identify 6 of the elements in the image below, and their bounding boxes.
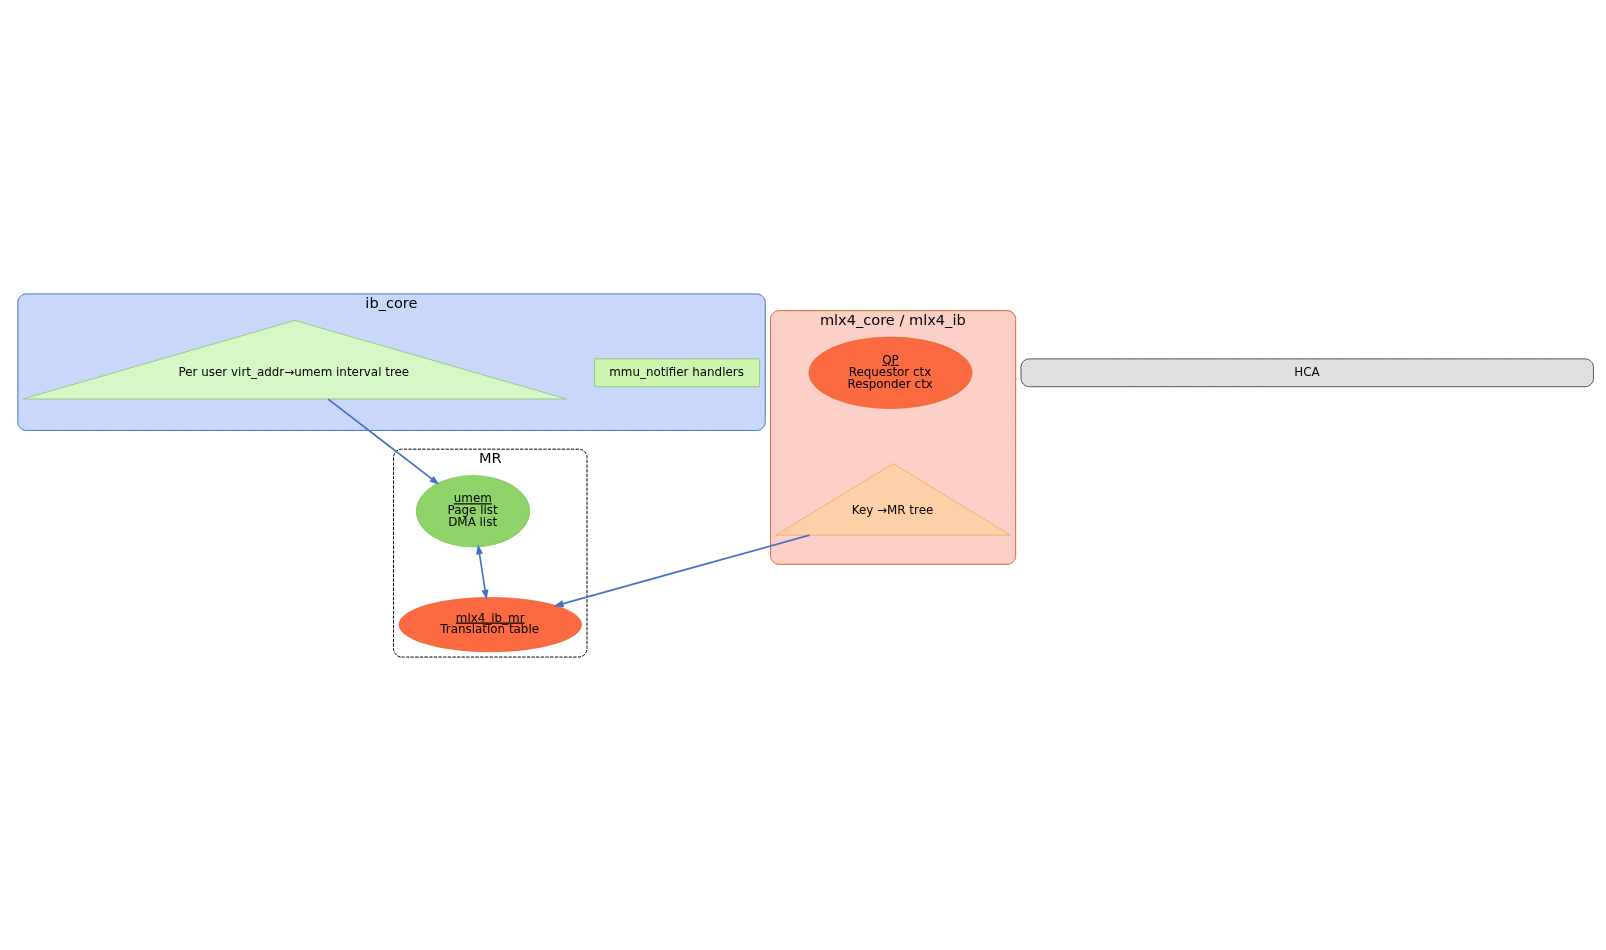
node-ellipse: QP Requestor ctx Responder ctx — [808, 336, 973, 409]
arrow — [476, 543, 489, 600]
node-box: HCA — [1020, 358, 1594, 387]
node-box: mmu_notifier handlers — [594, 358, 760, 387]
arrow — [553, 533, 811, 607]
arrow — [327, 397, 440, 485]
